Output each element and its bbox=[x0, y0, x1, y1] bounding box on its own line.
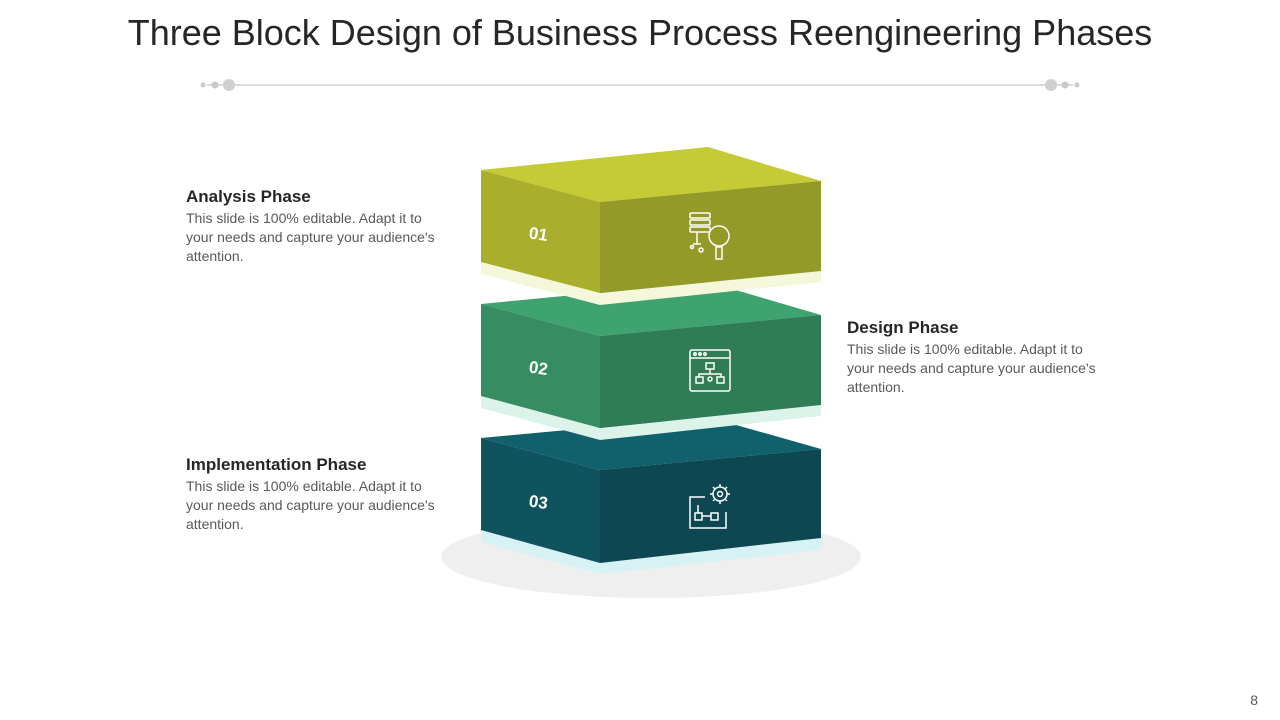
phase-title: Design Phase bbox=[847, 318, 959, 337]
phase-title: Analysis Phase bbox=[186, 187, 311, 206]
data-search-icon bbox=[689, 212, 730, 260]
block-03-number: 03 bbox=[528, 492, 549, 513]
block-01-side bbox=[481, 170, 600, 293]
page-number: 8 bbox=[1250, 692, 1258, 708]
title-divider bbox=[200, 79, 1080, 91]
phase-implementation: Implementation Phase This slide is 100% … bbox=[186, 455, 446, 534]
gear-flowchart-icon bbox=[689, 484, 730, 529]
block-01-top bbox=[481, 147, 821, 202]
slide-title: Three Block Design of Business Process R… bbox=[127, 12, 1153, 53]
block-02-number: 02 bbox=[528, 358, 549, 379]
block-01-front bbox=[600, 181, 821, 293]
block-03[interactable]: 03 bbox=[481, 417, 821, 574]
workflow-window-icon bbox=[689, 349, 731, 392]
phase-description: This slide is 100% editable. Adapt it to… bbox=[186, 210, 435, 264]
block-03-front bbox=[600, 449, 821, 563]
block-02-side bbox=[481, 304, 600, 428]
block-02[interactable]: 02 bbox=[481, 282, 821, 440]
phase-analysis: Analysis Phase This slide is 100% editab… bbox=[186, 187, 446, 266]
block-02-top bbox=[481, 282, 821, 336]
phase-description: This slide is 100% editable. Adapt it to… bbox=[847, 341, 1096, 395]
block-01-number: 01 bbox=[528, 224, 549, 245]
phase-title: Implementation Phase bbox=[186, 455, 367, 474]
block-01[interactable]: 01 bbox=[481, 147, 821, 305]
phase-description: This slide is 100% editable. Adapt it to… bbox=[186, 478, 435, 532]
phase-design: Design Phase This slide is 100% editable… bbox=[847, 318, 1107, 397]
block-03-side bbox=[481, 438, 600, 563]
